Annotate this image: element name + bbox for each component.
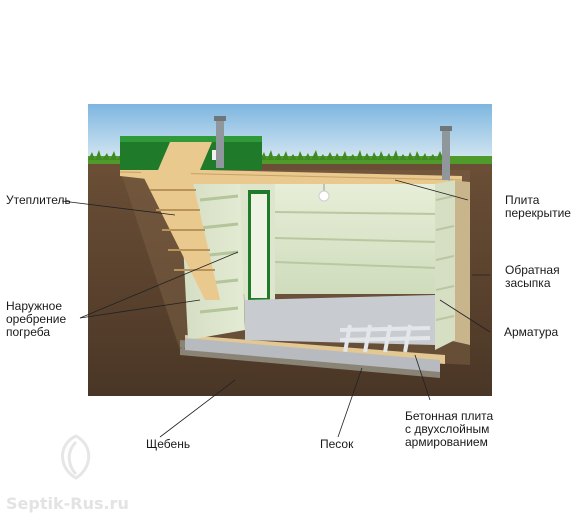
label-concrete-slab: Бетонная плита с двухслойным армирование… [405,409,494,449]
label-insulation: Утеплитель [6,193,71,207]
label-rebar: Арматура [504,325,559,339]
entrance-hatch [120,136,262,170]
label-outer-ribbing: Наружное оребрение погреба [6,299,67,339]
vent-pipes [214,116,452,180]
watermark: Septik-Rus.ru [6,494,129,513]
label-slab-top: Плита перекрытие [505,193,571,220]
base-slab [185,338,440,372]
leader-lines [61,179,491,438]
label-sand: Песок [320,437,354,451]
label-gravel: Щебень [146,437,191,451]
label-backfill: Обратная засыпка [505,263,560,290]
back-wall-ribs [274,211,439,269]
leaf-logo-icon [61,434,91,480]
lamp [318,184,330,202]
right-wall [435,180,455,350]
rebar-grid [339,324,431,353]
